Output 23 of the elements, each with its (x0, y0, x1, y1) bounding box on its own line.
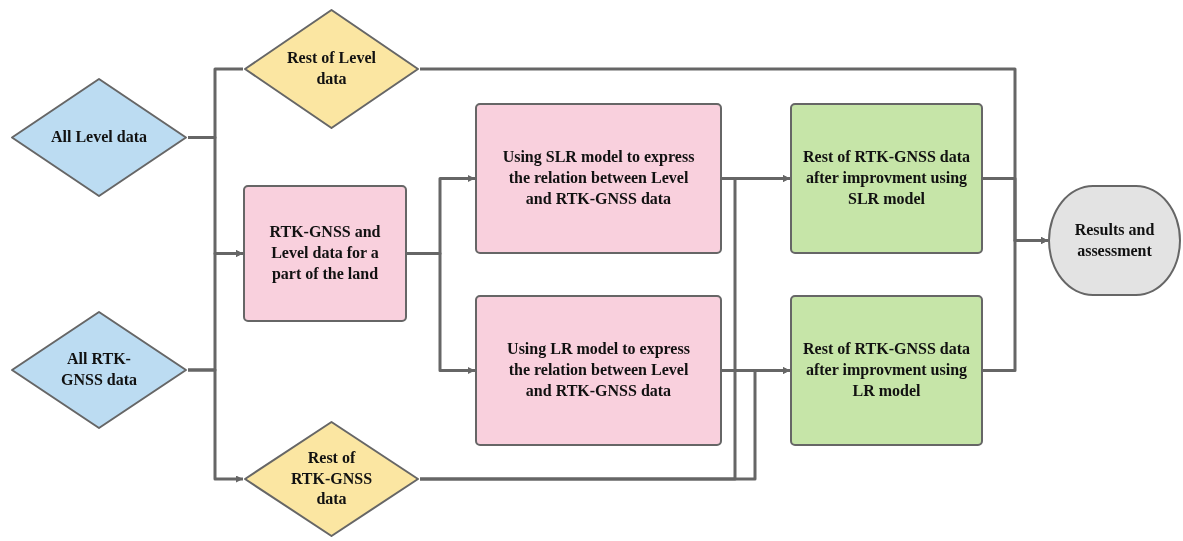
connector-arrow (407, 252, 475, 374)
data-diamond (243, 8, 420, 130)
node-label: All Level data (50, 127, 148, 148)
node-label: All RTK-GNSS data (60, 349, 138, 390)
node-label: Rest of Level data (286, 48, 377, 89)
node-label: Using SLR model to express the relation between Level and RTK-GNSS data (501, 147, 696, 209)
connector-arrow (983, 237, 1048, 372)
result-box (790, 295, 983, 446)
process-box (243, 185, 407, 322)
node-label: RTK-GNSS and Level data for a part of the land (268, 222, 382, 285)
node-label: Rest of RTK-GNSS data after improvment using LR model (802, 339, 971, 401)
data-diamond (243, 420, 420, 538)
node-label: Rest of RTK-GNSS data (289, 447, 374, 510)
process-box (475, 103, 722, 254)
node-label: Rest of RTK-GNSS data after improvment using SLR model (802, 147, 971, 209)
result-box (790, 103, 983, 254)
data-diamond (10, 77, 188, 198)
data-diamond (10, 310, 188, 430)
connector-arrow (188, 368, 243, 483)
connector-arrow (420, 367, 790, 481)
process-box (475, 295, 722, 446)
node-label: Results and assessment (1073, 219, 1156, 261)
node-label: Using LR model to express the relation between Level and RTK-GNSS data (506, 339, 691, 401)
